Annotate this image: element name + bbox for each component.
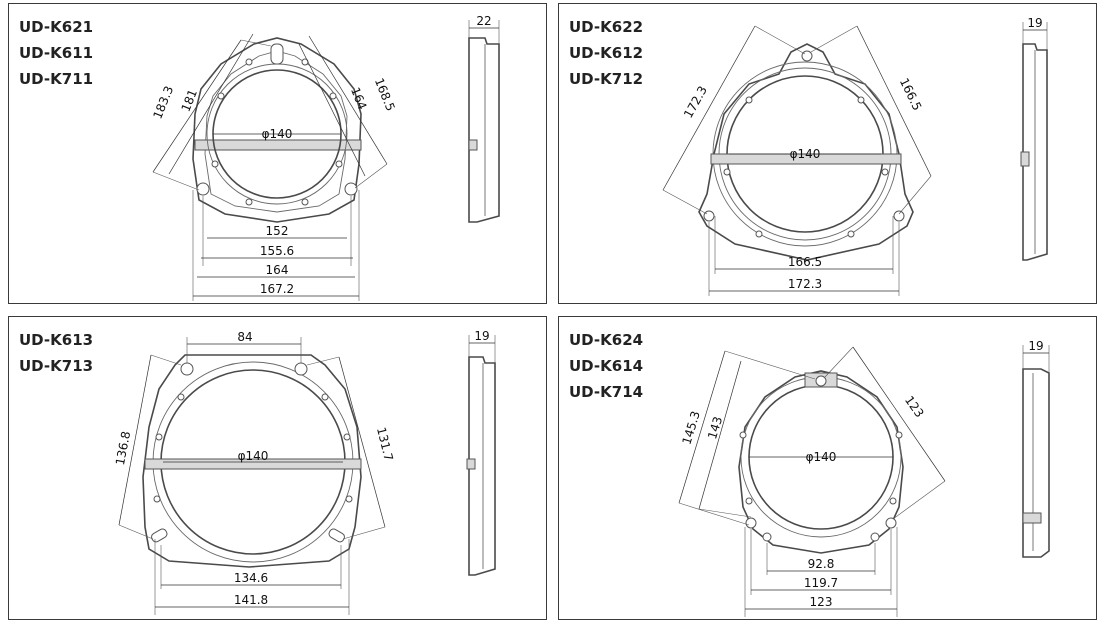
width-label: 119.7 <box>804 576 838 590</box>
panel-ud-k621: UD-K621 UD-K611 UD-K711 φ140 183.3 181 <box>8 3 547 304</box>
side-profile <box>468 37 500 223</box>
screw-hole <box>755 230 763 238</box>
screw-hole <box>870 532 880 542</box>
model-name: UD-K714 <box>569 383 644 401</box>
model-list: UD-K613 UD-K713 <box>19 327 93 379</box>
screw-hole <box>745 96 753 104</box>
model-list: UD-K624 UD-K614 UD-K714 <box>569 327 643 405</box>
panel-ud-k622: UD-K622 UD-K612 UD-K712 φ140 172.3 166.5 <box>558 3 1097 304</box>
bracket-outline <box>142 354 362 568</box>
screw-hole <box>745 517 757 529</box>
screw-hole <box>196 182 210 196</box>
screw-hole <box>893 210 905 222</box>
width-label: 172.3 <box>788 277 822 291</box>
depth-label: 22 <box>476 14 491 28</box>
screw-hole <box>153 495 161 503</box>
screw-hole <box>321 393 329 401</box>
diameter-label: φ140 <box>806 450 837 464</box>
bracket-outline <box>192 37 362 223</box>
side-right-outer-label: 168.5 <box>372 76 398 113</box>
depth-label: 19 <box>474 329 489 343</box>
screw-hole <box>881 168 889 176</box>
screw-hole <box>211 160 219 168</box>
model-name: UD-K612 <box>569 44 644 62</box>
side-profile <box>468 356 496 576</box>
model-name: UD-K614 <box>569 357 644 375</box>
model-name: UD-K613 <box>19 331 94 349</box>
model-name: UD-K713 <box>19 357 94 375</box>
side-left-outer-label: 183.3 <box>150 84 176 121</box>
screw-hole <box>344 182 358 196</box>
diameter-label: φ140 <box>262 127 293 141</box>
screw-hole <box>177 393 185 401</box>
drawing-ud-k613: φ140 84 136.8 131.7 134.6 141.8 19 <box>113 329 496 615</box>
model-name: UD-K624 <box>569 331 644 349</box>
screw-hole <box>294 362 308 376</box>
slot <box>270 43 284 65</box>
model-list: UD-K622 UD-K612 UD-K712 <box>569 14 643 92</box>
screw-hole <box>329 92 337 100</box>
screw-hole <box>335 160 343 168</box>
model-name: UD-K712 <box>569 70 644 88</box>
side-profile <box>1022 368 1050 558</box>
side-left-outer-label: 145.3 <box>679 409 702 446</box>
model-list: UD-K621 UD-K611 UD-K711 <box>19 14 93 92</box>
diameter-label: φ140 <box>238 449 269 463</box>
side-profile <box>1022 43 1048 261</box>
width-label: 166.5 <box>788 255 822 269</box>
width-label: 141.8 <box>234 593 268 607</box>
width-label: 123 <box>810 595 833 609</box>
side-left-label: 172.3 <box>681 84 710 121</box>
screw-hole <box>815 375 827 387</box>
width-label: 134.6 <box>234 571 268 585</box>
screw-hole <box>217 92 225 100</box>
screw-hole <box>739 431 747 439</box>
screw-hole <box>857 96 865 104</box>
side-right-label: 123 <box>902 393 927 420</box>
diameter-label: φ140 <box>790 147 821 161</box>
depth-label: 19 <box>1028 339 1043 353</box>
screw-hole <box>801 50 813 62</box>
width-label: 155.6 <box>260 244 294 258</box>
side-left-label: 136.8 <box>113 430 133 466</box>
mount-band <box>194 139 362 151</box>
model-name: UD-K622 <box>569 18 644 36</box>
panel-ud-k613: UD-K613 UD-K713 φ140 84 136.8 131.7 <box>8 316 547 620</box>
screw-hole <box>343 433 351 441</box>
model-name: UD-K711 <box>19 70 94 88</box>
side-left-inner-label: 143 <box>705 415 725 441</box>
screw-hole <box>895 431 903 439</box>
drawing-ud-k622: φ140 172.3 166.5 166.5 172.3 19 <box>662 16 1048 296</box>
depth-label: 19 <box>1027 16 1042 30</box>
side-right-inner-label: 164 <box>348 85 370 111</box>
slot <box>151 528 168 543</box>
model-name: UD-K621 <box>19 18 94 36</box>
screw-hole <box>847 230 855 238</box>
screw-hole <box>180 362 194 376</box>
width-label: 164 <box>266 263 289 277</box>
screw-hole <box>703 210 715 222</box>
model-name: UD-K611 <box>19 44 94 62</box>
side-right-label: 131.7 <box>374 426 396 463</box>
screw-hole <box>345 495 353 503</box>
screw-hole <box>245 58 253 66</box>
screw-hole <box>889 497 897 505</box>
screw-hole <box>245 198 253 206</box>
mount-band <box>144 458 362 470</box>
slot <box>328 528 345 543</box>
screw-hole <box>155 433 163 441</box>
screw-hole <box>762 532 772 542</box>
width-label: 167.2 <box>260 282 294 296</box>
width-label: 92.8 <box>808 557 835 571</box>
width-label: 152 <box>266 224 289 238</box>
drawing-ud-k621: φ140 183.3 181 168.5 164 152 155.6 164 1… <box>150 14 500 301</box>
panel-ud-k624: UD-K624 UD-K614 UD-K714 φ140 145.3 143 1… <box>558 316 1097 620</box>
screw-hole <box>885 517 897 529</box>
screw-hole <box>723 168 731 176</box>
drawing-ud-k624: φ140 145.3 143 123 92.8 119.7 123 19 <box>678 339 1050 617</box>
top-width-label: 84 <box>237 330 252 344</box>
side-right-label: 166.5 <box>897 76 925 113</box>
screw-hole <box>301 198 309 206</box>
screw-hole <box>745 497 753 505</box>
